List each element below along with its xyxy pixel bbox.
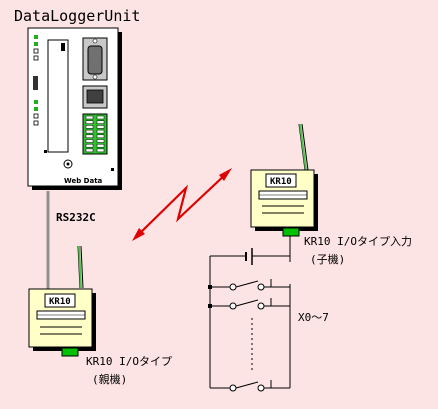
child-badge: KR10 [270,177,292,187]
parent-kr10-module: KR10 [28,245,96,357]
terminal-screw [85,148,94,153]
terminal-screw [96,115,105,120]
inputs-label: X0～7 [298,311,329,324]
datalogger-unit: Web Data [27,27,122,190]
terminal-screw [96,134,105,139]
terminal-block [82,113,108,155]
terminal-screw [85,129,94,134]
parent-connector [61,347,79,357]
terminal-screw [85,125,94,129]
input-wiring [209,236,291,392]
rs232c-label: RS232C [56,211,96,224]
terminal-screw [85,115,94,120]
terminal-screw [85,139,94,143]
child-module-label: KR10 I/Oタイプ入力 [304,235,412,248]
ethernet-port [82,85,108,109]
junction-dots [208,285,212,308]
card-slot [47,39,69,153]
terminal-screw [96,120,105,124]
terminal-screw [85,143,94,148]
terminal-screw [96,143,105,148]
child-module-sublabel: (子機) [310,253,346,266]
child-kr10-module: KR10 [250,123,318,237]
terminal-screw [96,129,105,134]
wireless-link [132,168,232,241]
input-switch [210,380,290,392]
child-connector [282,227,300,237]
terminal-screw [85,134,94,139]
terminal-screw [96,139,105,143]
status-leds [33,35,39,126]
input-switch [210,279,290,291]
input-switch [210,298,290,310]
parent-module-sublabel: (親機) [92,373,128,386]
parent-badge: KR10 [49,297,71,307]
page-title: DataLoggerUnit [14,7,141,25]
terminal-screw [85,120,94,124]
logger-brand-text: Web Data [64,177,103,185]
terminal-screw [96,125,105,129]
parent-module-label: KR10 I/Oタイプ [86,355,172,368]
terminal-screw [96,148,105,153]
serial-port [82,37,108,81]
